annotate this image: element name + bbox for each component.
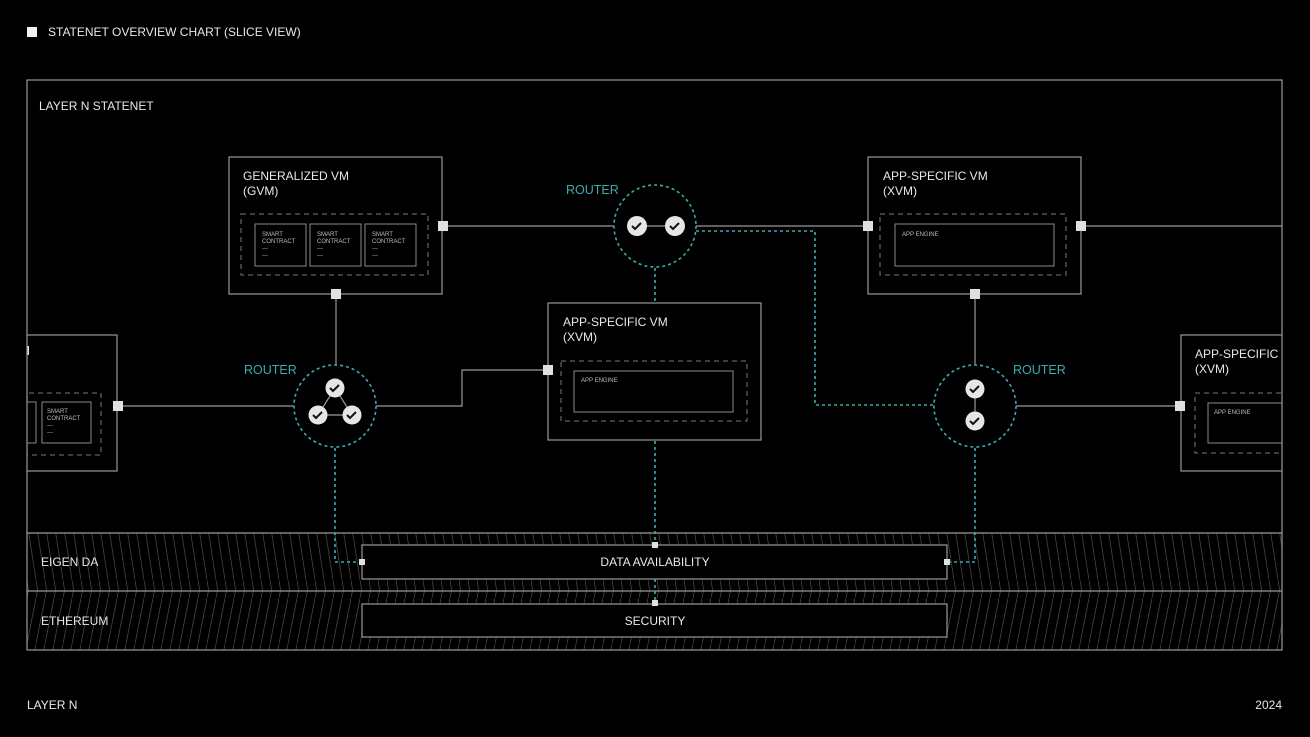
svg-text:SMART: SMART xyxy=(47,409,68,415)
svg-text:SMART: SMART xyxy=(262,232,283,238)
app-engine xyxy=(573,370,734,413)
svg-text:CONTRACT: CONTRACT xyxy=(262,239,296,245)
svg-text:APP ENGINE: APP ENGINE xyxy=(1214,410,1251,416)
header-title: STATENET OVERVIEW CHART (SLICE VIEW) xyxy=(48,25,301,39)
security-box[interactable] xyxy=(361,603,948,638)
gvm-subtitle: (GVM) xyxy=(243,184,278,198)
svg-text:APP ENGINE: APP ENGINE xyxy=(581,378,618,384)
xvm-title: APP-SPECIFIC VM xyxy=(1195,347,1300,361)
svg-text:CONTRACT: CONTRACT xyxy=(317,239,351,245)
connector-port xyxy=(652,600,658,606)
connector-port xyxy=(863,221,873,231)
xvm-top-box[interactable]: APP-SPECIFIC VM (XVM) APP ENGINE xyxy=(867,156,1082,295)
gvm-title: GENERALIZED VM xyxy=(243,169,349,183)
router-top[interactable] xyxy=(613,184,697,268)
connector-port xyxy=(652,542,658,548)
connector-port xyxy=(970,289,980,299)
check-icon xyxy=(627,216,647,236)
svg-text:---: --- xyxy=(317,253,323,259)
check-icon xyxy=(965,411,985,431)
svg-text:---: --- xyxy=(262,253,268,259)
connector-port xyxy=(438,221,448,231)
router-right[interactable] xyxy=(933,364,1017,448)
smart-contract: SMART CONTRACT --- --- xyxy=(309,223,362,267)
check-icon xyxy=(325,378,345,398)
frame-title: LAYER N STATENET xyxy=(39,99,154,113)
connector-port xyxy=(1175,401,1185,411)
connector-port xyxy=(1076,221,1086,231)
header-square-icon xyxy=(27,27,37,37)
svg-text:APP ENGINE: APP ENGINE xyxy=(902,232,939,238)
svg-text:---: --- xyxy=(47,430,53,436)
router-label: ROUTER xyxy=(1013,363,1066,377)
svg-text:---: --- xyxy=(317,246,323,252)
dashed-link-router-top-right xyxy=(696,230,933,406)
connector-port xyxy=(113,401,123,411)
connector-port xyxy=(331,289,341,299)
connector-port xyxy=(359,559,365,565)
data-availability-label: DATA AVAILABILITY xyxy=(600,555,709,569)
check-icon xyxy=(665,216,685,236)
router-left[interactable] xyxy=(293,364,377,448)
xvm-right-partial-box[interactable]: APP-SPECIFIC VM (XVM) APP ENGINE xyxy=(1180,334,1310,472)
connector-port xyxy=(944,559,950,565)
app-engine xyxy=(894,223,1055,267)
footer-brand: LAYER N xyxy=(27,698,77,712)
check-icon xyxy=(965,379,985,399)
statenet-frame xyxy=(26,79,1283,651)
xvm-subtitle: (XVM) xyxy=(1195,362,1229,376)
svg-text:CONTRACT: CONTRACT xyxy=(372,239,406,245)
gvm-box[interactable]: GENERALIZED VM (GVM) SMART CONTRACT --- … xyxy=(228,156,443,295)
svg-text:SMART: SMART xyxy=(372,232,393,238)
smart-contract: SMART CONTRACT --- --- xyxy=(364,223,417,267)
router-label: ROUTER xyxy=(244,363,297,377)
router-label: ROUTER xyxy=(566,183,619,197)
xvm-subtitle: (XVM) xyxy=(883,184,917,198)
footer-year: 2024 xyxy=(1255,698,1282,712)
svg-text:CONTRACT: CONTRACT xyxy=(47,416,81,422)
connector-port xyxy=(543,365,553,375)
eigen-da-label: EIGEN DA xyxy=(41,555,98,569)
xvm-title: APP-SPECIFIC VM xyxy=(883,169,988,183)
svg-text:---: --- xyxy=(372,253,378,259)
app-engine xyxy=(1207,402,1282,444)
ethereum-label: ETHEREUM xyxy=(41,614,108,628)
smart-contract: SMART CONTRACT --- --- xyxy=(254,223,307,267)
left-partial-vm-box[interactable]: SMART CONTRACT --- --- xyxy=(20,334,118,472)
xvm-title: APP-SPECIFIC VM xyxy=(563,315,668,329)
security-label: SECURITY xyxy=(625,614,686,628)
check-icon xyxy=(342,405,362,425)
check-icon xyxy=(308,405,328,425)
xvm-subtitle: (XVM) xyxy=(563,330,597,344)
svg-text:---: --- xyxy=(372,246,378,252)
svg-text:---: --- xyxy=(262,246,268,252)
svg-text:SMART: SMART xyxy=(317,232,338,238)
svg-text:---: --- xyxy=(47,423,53,429)
xvm-middle-box[interactable]: APP-SPECIFIC VM (XVM) APP ENGINE xyxy=(547,302,762,441)
